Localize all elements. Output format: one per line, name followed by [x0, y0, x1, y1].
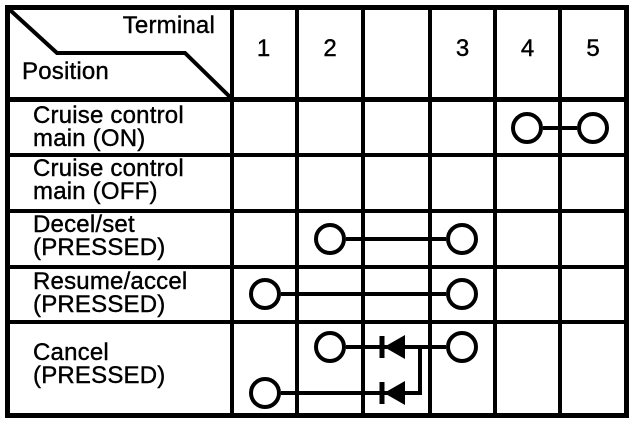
row-label-cancel: Cancel (PRESSED) — [33, 339, 228, 389]
terminal-header-label: Terminal — [122, 12, 215, 39]
terminal-col-blank — [365, 34, 428, 64]
grid-hline-1 — [5, 153, 629, 157]
row-label-cruise-main-off: Cruise control main (OFF) — [33, 155, 228, 205]
terminal-col-2: 2 — [323, 35, 337, 62]
row-label-line: Resume/accel — [33, 268, 188, 295]
row-label-line: (PRESSED) — [33, 362, 166, 389]
terminal-col-5: 5 — [586, 35, 600, 62]
row-label-resume-accel: Resume/accel (PRESSED) — [33, 268, 228, 318]
row-label-line: Cruise control — [33, 155, 184, 182]
position-header-label: Position — [22, 58, 109, 85]
row-label-decel-set: Decel/set (PRESSED) — [33, 211, 228, 261]
grid-hline-3 — [5, 265, 629, 269]
grid-hline-4 — [5, 320, 629, 324]
row-label-line: Cruise control — [33, 102, 184, 129]
row-label-cruise-main-on: Cruise control main (ON) — [33, 102, 228, 152]
row-label-line: main (OFF) — [33, 178, 158, 205]
row-label-line: (PRESSED) — [33, 291, 166, 318]
row-label-line: Cancel — [33, 339, 109, 366]
row-label-line: Decel/set — [33, 211, 135, 238]
row-label-line: main (ON) — [33, 125, 146, 152]
terminal-col-3: 3 — [455, 35, 470, 62]
terminal-col-4: 4 — [520, 35, 535, 62]
grid-hline-header — [5, 97, 629, 102]
row-label-line: (PRESSED) — [33, 234, 166, 261]
grid-hline-2 — [5, 209, 629, 213]
terminal-col-1: 1 — [256, 35, 271, 62]
